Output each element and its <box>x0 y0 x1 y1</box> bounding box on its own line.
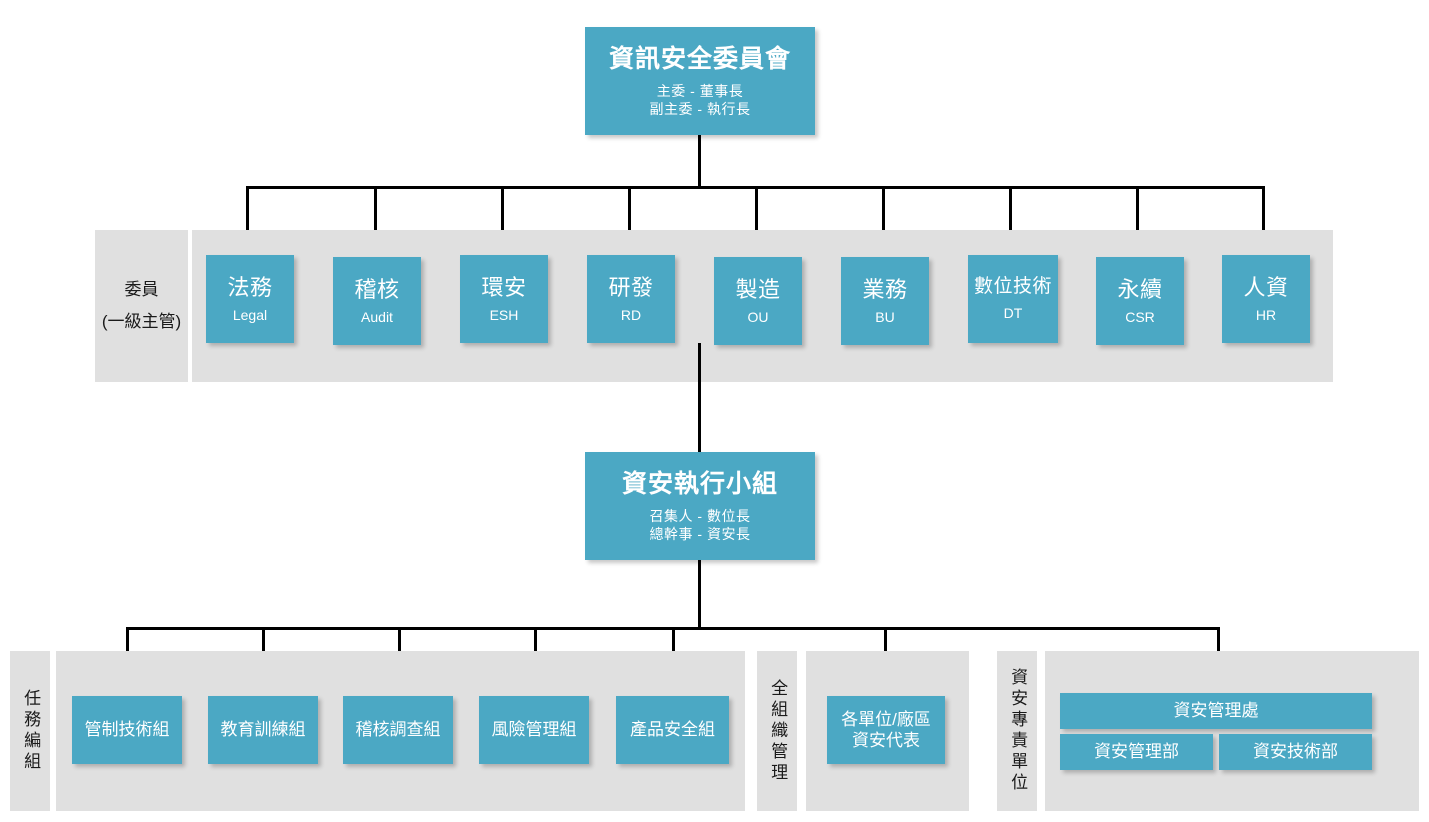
connector-drop-6 <box>882 186 885 242</box>
exec-title: 資安執行小組 <box>621 469 778 498</box>
member-en-6: DT <box>1003 305 1023 322</box>
connector-drop-5 <box>755 186 758 242</box>
task-group-label-panel: 任務編組 <box>10 651 50 811</box>
member-cn-5: 業務 <box>862 276 908 302</box>
dedicated-unit-department-management[interactable]: 資安管理部 <box>1060 734 1213 770</box>
org-wide-item-line2: 資安代表 <box>852 731 920 750</box>
member-cn-8: 人資 <box>1243 274 1289 300</box>
connector-committee-bus <box>246 186 1262 189</box>
connector-exec-down <box>698 560 701 630</box>
org-wide-item-unit-site-representative[interactable]: 各單位/廠區 資安代表 <box>827 696 945 764</box>
committee-member-audit[interactable]: 稽核 Audit <box>333 257 421 345</box>
committee-label-panel: 委員 (一級主管) <box>95 230 188 382</box>
member-en-4: OU <box>747 309 769 325</box>
member-cn-4: 製造 <box>735 276 781 302</box>
committee-label: 委員 (一級主管) <box>95 230 188 382</box>
connector-drop-3 <box>501 186 504 242</box>
committee-member-legal[interactable]: 法務 Legal <box>206 255 294 343</box>
committee-label-line1: 委員 <box>124 279 159 299</box>
connector-root-down <box>698 135 701 189</box>
member-cn-0: 法務 <box>227 274 273 300</box>
task-item-label-2: 稽核調查組 <box>355 720 441 740</box>
member-en-1: Audit <box>361 309 393 325</box>
task-item-label-0: 管制技術組 <box>84 720 170 740</box>
connector-drop-9 <box>1262 186 1265 242</box>
member-en-8: HR <box>1255 307 1277 323</box>
connector-drop-1 <box>246 186 249 242</box>
dedicated-unit-label-panel: 資安專責單位 <box>997 651 1037 811</box>
dedicated-unit-panel <box>1045 651 1419 811</box>
connector-drop-8 <box>1136 186 1139 242</box>
member-cn-6: 數位技術 <box>973 276 1052 298</box>
connector-drop-4 <box>628 186 631 242</box>
task-item-label-1: 教育訓練組 <box>220 720 306 740</box>
task-group-item-education-training[interactable]: 教育訓練組 <box>208 696 318 764</box>
dedicated-unit-dept-label-0: 資安管理部 <box>1094 742 1179 762</box>
org-wide-label-panel: 全組織管理 <box>757 651 797 811</box>
task-item-label-3: 風險管理組 <box>491 720 577 740</box>
member-cn-3: 研發 <box>608 274 654 300</box>
task-group-item-control-technology[interactable]: 管制技術組 <box>72 696 182 764</box>
exec-subtitle-secretary: 總幹事 - 資安長 <box>649 525 751 542</box>
node-security-execution-team[interactable]: 資安執行小組 召集人 - 數位長 總幹事 - 資安長 <box>585 452 815 560</box>
dedicated-unit-head-office[interactable]: 資安管理處 <box>1060 693 1372 729</box>
committee-member-esh[interactable]: 環安 ESH <box>460 255 548 343</box>
member-en-2: ESH <box>489 307 519 323</box>
exec-subtitle-convener: 召集人 - 數位長 <box>649 508 751 525</box>
root-title: 資訊安全委員會 <box>608 44 791 73</box>
committee-label-line2: (一級主管) <box>101 312 182 331</box>
root-subtitle-chair: 主委 - 董事長 <box>656 83 744 100</box>
task-item-label-4: 產品安全組 <box>630 720 715 740</box>
member-en-0: Legal <box>232 307 268 323</box>
member-en-7: CSR <box>1125 309 1155 325</box>
task-group-item-risk-management[interactable]: 風險管理組 <box>479 696 589 764</box>
committee-member-rd[interactable]: 研發 RD <box>587 255 675 343</box>
member-en-3: RD <box>620 307 642 323</box>
committee-member-csr[interactable]: 永續 CSR <box>1096 257 1184 345</box>
connector-drop-7 <box>1009 186 1012 242</box>
member-cn-1: 稽核 <box>354 276 400 302</box>
task-group-item-product-security[interactable]: 產品安全組 <box>616 696 729 764</box>
member-cn-2: 環安 <box>481 274 527 300</box>
node-information-security-committee[interactable]: 資訊安全委員會 主委 - 董事長 副主委 - 執行長 <box>585 27 815 135</box>
dedicated-unit-dept-label-1: 資安技術部 <box>1253 742 1338 762</box>
dedicated-unit-label: 資安專責單位 <box>1008 668 1028 794</box>
task-group-item-audit-investigation[interactable]: 稽核調查組 <box>343 696 453 764</box>
dedicated-unit-department-technology[interactable]: 資安技術部 <box>1219 734 1372 770</box>
committee-member-dt[interactable]: 數位技術 DT <box>968 255 1058 343</box>
org-wide-item-line1: 各單位/廠區 <box>841 709 931 729</box>
member-cn-7: 永續 <box>1117 276 1163 302</box>
connector-committee-to-exec <box>698 343 701 453</box>
committee-member-hr[interactable]: 人資 HR <box>1222 255 1310 343</box>
root-subtitle-vice-chair: 副主委 - 執行長 <box>649 100 751 117</box>
committee-member-bu[interactable]: 業務 BU <box>841 257 929 345</box>
committee-member-ou[interactable]: 製造 OU <box>714 257 802 345</box>
org-wide-label: 全組織管理 <box>768 678 788 784</box>
connector-drop-2 <box>374 186 377 242</box>
task-group-label: 任務編組 <box>21 689 41 773</box>
member-en-5: BU <box>875 309 895 325</box>
dedicated-unit-head-label: 資安管理處 <box>1173 701 1259 721</box>
